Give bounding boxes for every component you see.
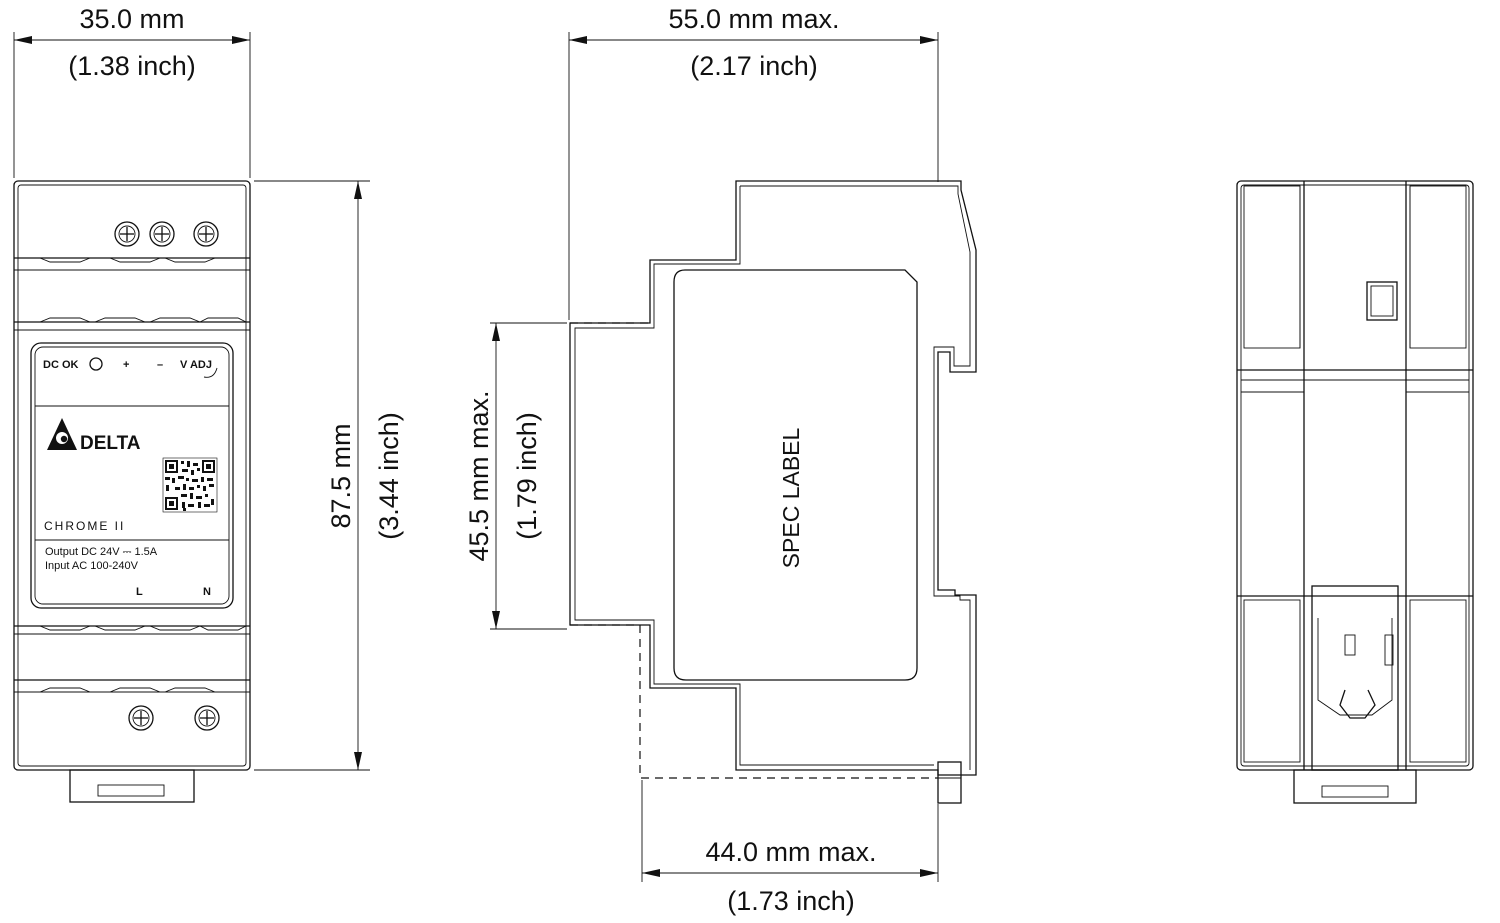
screw-icon	[128, 705, 154, 731]
output-plus-label: +	[123, 359, 129, 371]
screw-icon	[114, 221, 140, 247]
input-rating: Input AC 100-240V	[45, 560, 139, 572]
height-mm: 87.5 mm	[326, 423, 356, 528]
bottom-screw-terminals	[128, 705, 220, 731]
face-height-mm: 45.5 mm max.	[464, 390, 494, 561]
output-minus-label: –	[157, 359, 163, 371]
front-width-mm: 35.0 mm	[79, 4, 184, 34]
dc-ok-label: DC OK	[43, 359, 79, 371]
screw-icon	[194, 705, 220, 731]
rear-view	[1236, 180, 1474, 804]
face-height-inch: (1.79 inch)	[512, 412, 542, 540]
front-width-dimension: 35.0 mm (1.38 inch)	[13, 4, 251, 178]
dc-ok-led-icon	[89, 357, 103, 371]
adjust-arrow-icon	[203, 367, 218, 378]
side-depth-mm: 55.0 mm max.	[668, 4, 839, 34]
screw-icon	[149, 221, 175, 247]
front-label-panel: DC OK + – V ADJ DELTA	[30, 342, 234, 609]
screw-icon	[193, 221, 219, 247]
delta-logo: DELTA	[47, 418, 141, 454]
side-body	[569, 180, 977, 804]
v-adj-label: V ADJ	[180, 359, 212, 371]
series-name: CHROME II	[44, 519, 125, 533]
front-body	[13, 180, 251, 803]
indicator-window-icon	[1366, 281, 1398, 321]
brand-name: DELTA	[80, 433, 141, 454]
face-depth-mm: 44.0 mm max.	[705, 837, 876, 867]
output-rating: Output DC 24V ⎓ 1.5A	[45, 546, 158, 558]
top-screw-terminals	[114, 221, 219, 247]
side-depth-dimension: 55.0 mm max. (2.17 inch)	[568, 4, 939, 320]
qr-code	[162, 457, 218, 513]
face-height-dimension: 45.5 mm max. (1.79 inch)	[464, 322, 567, 630]
height-dimension: 87.5 mm (3.44 inch)	[254, 180, 404, 771]
side-view: 55.0 mm max. (2.17 inch) SPEC LABEL	[464, 4, 977, 916]
terminal-l-label: L	[136, 586, 143, 598]
front-view: 35.0 mm (1.38 inch)	[13, 4, 404, 803]
face-depth-inch: (1.73 inch)	[727, 886, 855, 916]
height-inch: (3.44 inch)	[374, 412, 404, 540]
din-rail-latch	[1293, 585, 1417, 804]
spec-label-text: SPEC LABEL	[778, 427, 804, 568]
front-width-inch: (1.38 inch)	[68, 51, 196, 81]
side-depth-inch: (2.17 inch)	[690, 51, 818, 81]
spec-label-area: SPEC LABEL	[673, 269, 918, 681]
terminal-n-label: N	[203, 586, 211, 598]
face-depth-dimension: 44.0 mm max. (1.73 inch)	[641, 780, 939, 916]
